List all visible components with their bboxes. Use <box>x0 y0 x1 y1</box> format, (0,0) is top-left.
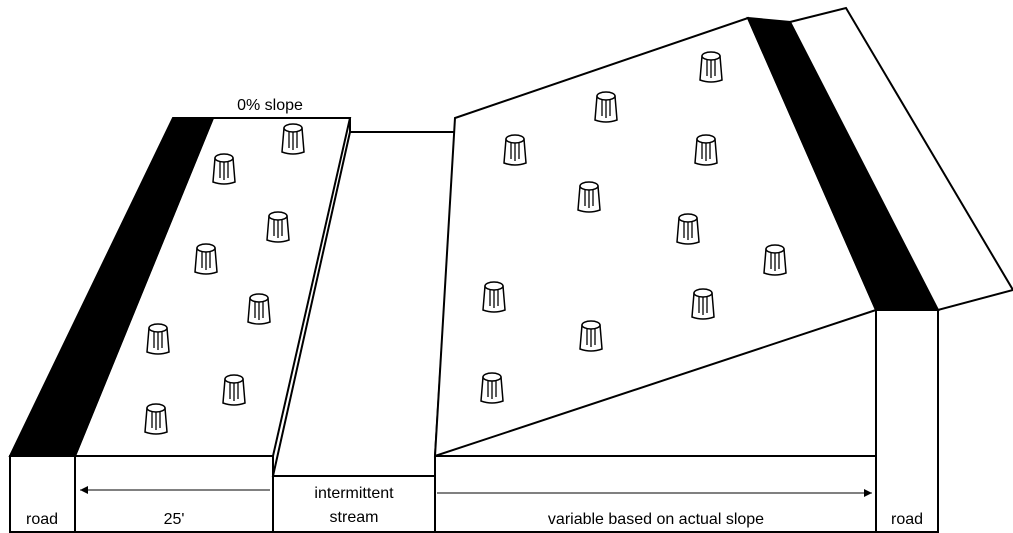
stream-label-line2: stream <box>330 509 379 526</box>
road-label-right: road <box>891 511 923 528</box>
stream-label-line1: intermittent <box>314 485 394 502</box>
stump-icon <box>763 244 787 276</box>
stump-icon <box>694 134 718 166</box>
stump-icon <box>579 320 603 352</box>
dimension-right <box>437 489 872 497</box>
stump-icon <box>594 91 618 123</box>
stump-icon <box>577 181 601 213</box>
width-label: 25' <box>164 511 185 528</box>
arrowhead-left <box>80 486 88 494</box>
stump-icon <box>247 293 271 325</box>
dimension-left <box>80 486 270 494</box>
stump-icon <box>281 123 305 155</box>
stump-icon <box>503 134 527 166</box>
stream-channel <box>271 131 457 533</box>
slope-label: 0% slope <box>237 97 303 114</box>
road-label-left: road <box>26 511 58 528</box>
arrowhead-right <box>864 489 872 497</box>
stump-icon <box>194 243 218 275</box>
stump-icon <box>482 281 506 313</box>
stump-icon <box>222 374 246 406</box>
stump-icon <box>266 211 290 243</box>
right-slope <box>433 6 1013 533</box>
left-terrace <box>8 117 352 533</box>
left-terrace-front <box>74 455 274 533</box>
stump-icon <box>146 323 170 355</box>
right-road-front <box>875 309 939 533</box>
far-right-bank <box>788 6 1013 312</box>
left-road-front <box>9 455 76 533</box>
variable-slope-label: variable based on actual slope <box>548 511 764 528</box>
stump-icon <box>676 213 700 245</box>
stump-icon <box>212 153 236 185</box>
stump-icon <box>144 403 168 435</box>
stream-front <box>272 475 436 533</box>
stump-icon <box>699 51 723 83</box>
stump-icon <box>691 288 715 320</box>
stump-icon <box>480 372 504 404</box>
